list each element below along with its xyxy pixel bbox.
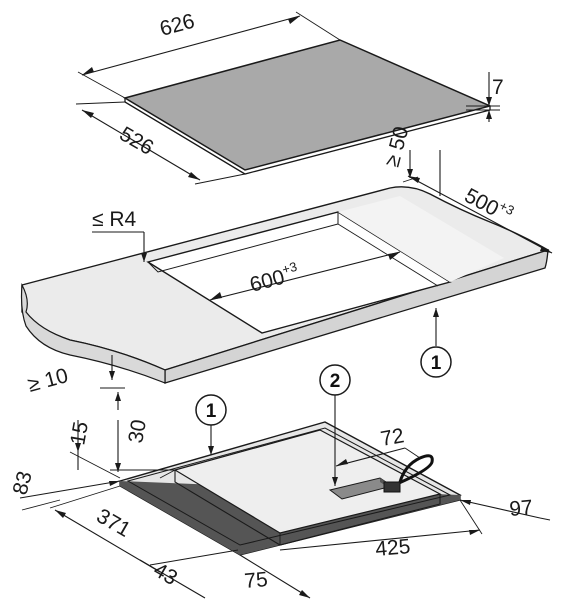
dim-500-tolerance: +3	[497, 198, 517, 218]
worktop	[20, 186, 550, 384]
dim-r4-label: ≤ R4	[92, 208, 137, 231]
glass-top	[123, 39, 493, 175]
callout-connection-box: 2	[319, 364, 351, 486]
dim-30-label: 30	[124, 418, 151, 445]
dim-97-label: 97	[508, 496, 533, 521]
dim-glass-thickness: 7	[466, 72, 504, 122]
dim-43-label: 43	[150, 558, 182, 590]
dim-10-label: ≥ 10	[25, 364, 70, 397]
callout-hob: 1	[195, 394, 227, 455]
dim-72-label: 72	[379, 424, 406, 451]
dim-height-15: 15	[66, 420, 121, 479]
dim-425-label: 425	[374, 535, 411, 561]
dim-front-75: 75	[239, 554, 311, 599]
callout-hob-label: 1	[206, 401, 217, 422]
dim-conn-72: 72	[335, 424, 421, 467]
dim-corner-radius: ≤ R4	[92, 208, 147, 262]
dim-75-label: 75	[243, 568, 268, 593]
hob-unit	[118, 421, 462, 556]
dim-600-tolerance: +3	[280, 259, 298, 277]
dim-right-97: 97	[459, 496, 551, 521]
dim-width-425: 425	[279, 499, 483, 561]
dim-83-label: 83	[9, 469, 37, 498]
dim-526-label: 526	[116, 122, 158, 159]
callout-worktop-label: 1	[431, 353, 442, 374]
dim-height-30: 30	[110, 418, 175, 472]
dim-rear-clearance: ≥ 50	[381, 124, 441, 196]
callout-worktop: 1	[420, 308, 452, 378]
dim-7-label: 7	[492, 76, 504, 99]
callout-connection-label: 2	[330, 371, 341, 392]
dim-15-label: 15	[66, 420, 93, 447]
dim-front-43: 43	[139, 549, 239, 599]
dim-626-label: 626	[157, 10, 197, 41]
